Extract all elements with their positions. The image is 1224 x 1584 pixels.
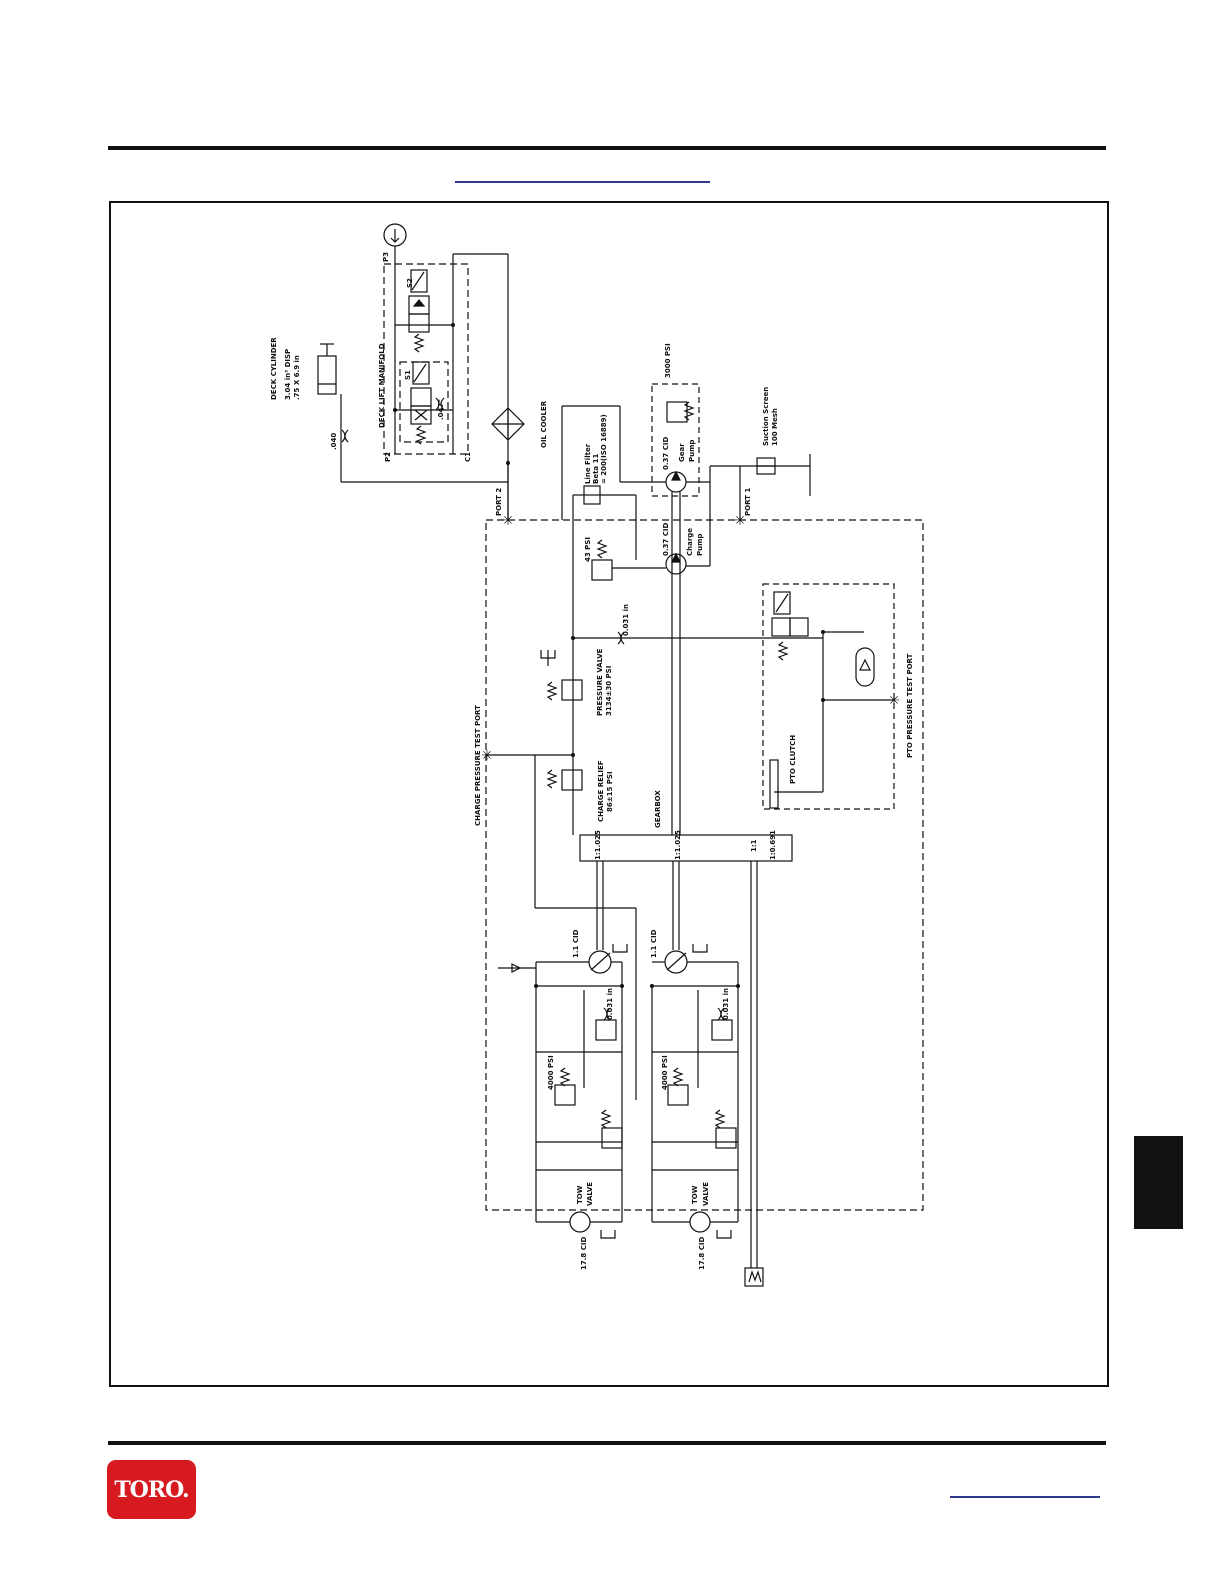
toro-logo: TORO. [107,1460,196,1519]
label-relief-3000: 3000 PSI [664,343,672,378]
label-ratio-1: 1:1.025 [594,830,602,860]
label-s2: S2 [406,278,414,288]
label-orifice-031-a: 0.031 in [606,988,614,1020]
label-suction-screen-1: Suction Screen [762,387,770,446]
label-oil-cooler: OIL COOLER [540,400,548,448]
section-tab[interactable] [1134,1136,1183,1229]
gear-pump-boundary [651,383,700,497]
label-gearbox: GEARBOX [654,790,662,828]
label-tow-b-1: TOW [691,1185,699,1204]
label-charge-pump-2: Pump [696,534,704,556]
label-tow-a-2: VALVE [586,1182,594,1206]
header-link-underline[interactable] [455,181,710,183]
label-pump2-cid: 1.1 CID [650,929,658,958]
label-suction-screen-2: 100 Mesh [771,408,779,446]
label-ratio-2: 1:1.025 [674,830,682,860]
label-charge-pump-1: Charge [686,528,694,556]
label-ratio-4: 1:0.691 [769,830,777,860]
label-gear-pump-cid: 0.37 CID [662,437,670,470]
label-charge-pump-cid: 0.37 CID [662,523,670,556]
label-c1: C1 [464,452,472,462]
label-pump1-cid: 1.1 CID [572,929,580,958]
diagram-frame [109,201,1109,1387]
label-pto-test-port: PTO PRESSURE TEST PORT [906,653,914,758]
label-relief-4000-b: 4000 PSI [661,1055,669,1090]
label-s1: S1 [404,370,412,380]
svg-text:✳: ✳ [502,513,514,529]
label-port2: PORT 2 [495,488,503,516]
svg-text:✳: ✳ [888,693,900,709]
label-p3: P3 [382,252,390,262]
pto-boundary [762,583,895,810]
label-tow-a-1: TOW [576,1185,584,1204]
label-charge-relief-2: 86±15 PSI [606,771,614,812]
main-case-boundary [485,519,924,1211]
label-pressure-valve-2: 3134±30 PSI [605,666,613,716]
label-charge-relief-1: CHARGE RELIEF [597,760,605,822]
label-motor-a-cid: 17.8 CID [580,1237,588,1270]
label-deck-lift-manifold: DECK LIFT MANIFOLD [378,343,386,428]
label-orifice-047: .047" [437,399,445,420]
label-orifice-040: .040 [330,433,338,450]
label-charge-relief-43: 43 PSI [584,537,592,562]
label-deck-cylinder-disp: 3.04 in³ DISP [284,349,292,400]
label-gear-pump-2: Pump [688,440,696,462]
label-pto-clutch: PTO CLUTCH [789,735,797,784]
label-deck-cylinder: DECK CYLINDER [270,337,278,400]
label-pressure-valve-1: PRESSURE VALVE [596,648,604,716]
footer-rule [108,1441,1106,1445]
label-charge-test-port: CHARGE PRESSURE TEST PORT [474,705,482,826]
label-motor-b-cid: 17.8 CID [698,1237,706,1270]
label-relief-4000-a: 4000 PSI [547,1055,555,1090]
svg-text:✳: ✳ [481,748,493,764]
label-line-filter-3: = 200(ISO 16889) [600,414,608,484]
label-deck-cylinder-size: .75 X 6.9 in [293,355,301,400]
label-orifice-031-top: 0.031 in [622,604,630,636]
header-rule [108,146,1106,150]
svg-text:✳: ✳ [734,513,746,529]
label-tow-b-2: VALVE [702,1182,710,1206]
footer-link-underline[interactable] [950,1496,1100,1498]
label-line-filter-2: Beta 11 [592,454,600,484]
logo-text: TORO. [114,1476,189,1503]
label-port1: PORT 1 [744,488,752,516]
label-gear-pump-1: Gear [678,443,686,462]
label-ratio-3: 1:1 [750,839,758,852]
label-p2: P2 [384,452,392,462]
label-line-filter-1: Line Filter [584,443,592,484]
label-orifice-031-b: 0.031 in [722,988,730,1020]
